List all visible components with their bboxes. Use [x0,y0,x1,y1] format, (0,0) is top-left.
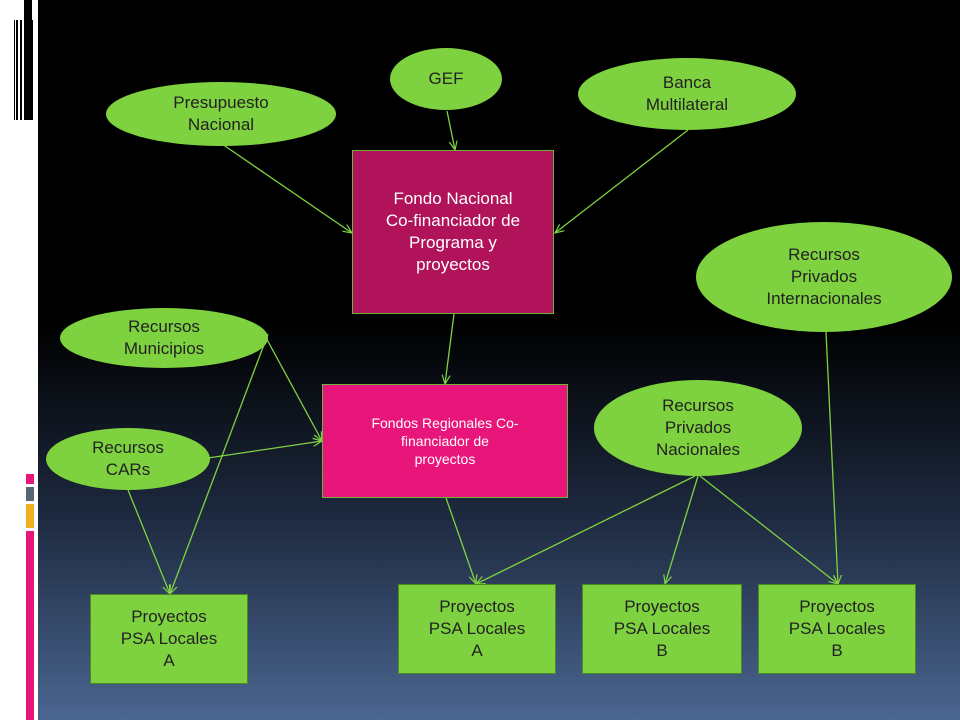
node-fondo-nacional: Fondo Nacional Co-financiador de Program… [352,150,554,314]
recursos-privados-internacionales-label: Recursos Privados Internacionales [766,244,882,309]
presupuesto-nacional-label: Presupuesto Nacional [173,92,269,134]
deco-bar-3 [16,20,18,120]
node-proyectos-psa-locales-b-right: Proyectos PSA Locales B [758,584,916,674]
proyectos-a-left-label: Proyectos PSA Locales A [120,606,218,671]
edge-fondo-nacional-to-fondos-regionales [445,313,455,384]
node-proyectos-psa-locales-a-left: Proyectos PSA Locales A [90,594,248,684]
deco-bar-4 [14,20,15,120]
edge-recursos-privados-nacionales-to-proyectos-b-center [665,475,699,584]
edge-recursos-municipios-to-proyectos-a-left [170,333,269,594]
fondo-nacional-label: Fondo Nacional Co-financiador de Program… [385,188,521,275]
edge-recursos-cars-to-proyectos-a-left [127,489,170,594]
proyectos-b-center-label: Proyectos PSA Locales B [613,596,711,661]
deco-bar-pink-top [26,474,34,484]
proyectos-b-right-label: Proyectos PSA Locales B [788,596,886,661]
deco-bar-gray [26,487,34,501]
deco-bar-pink-long [26,531,34,720]
edge-recursos-privados-nacionales-to-proyectos-a-center [476,475,696,584]
proyectos-a-center-label: Proyectos PSA Locales A [428,596,526,661]
deco-bar-yellow [26,504,34,528]
node-presupuesto-nacional: Presupuesto Nacional [106,82,336,146]
node-fondos-regionales: Fondos Regionales Co- financiador de pro… [322,384,568,498]
edge-recursos-municipios-to-fondos-regionales [263,333,322,441]
node-gef: GEF [390,48,502,110]
edge-gef-to-fondo-nacional [446,110,455,150]
recursos-cars-label: Recursos CARs [92,437,164,479]
gef-label: GEF [428,68,464,88]
edge-recursos-privados-internacionales-to-proyectos-b-right [825,331,838,584]
deco-bar-1 [24,20,33,120]
node-recursos-privados-internacionales: Recursos Privados Internacionales [696,222,952,332]
recursos-privados-nacionales-label: Recursos Privados Nacionales [655,395,741,460]
edge-fondos-regionales-to-proyectos-a-center [445,497,476,584]
recursos-municipios-label: Recursos Municipios [123,316,205,358]
node-recursos-privados-nacionales: Recursos Privados Nacionales [594,380,802,476]
banca-multilateral-label: Banca Multilateral [645,72,729,114]
edge-recursos-cars-to-fondos-regionales [207,441,322,459]
deco-bar-2 [20,20,22,120]
node-proyectos-psa-locales-b-center: Proyectos PSA Locales B [582,584,742,674]
edge-presupuesto-nacional-to-fondo-nacional [221,143,352,233]
node-recursos-municipios: Recursos Municipios [60,308,268,368]
node-banca-multilateral: Banca Multilateral [578,58,796,130]
node-recursos-cars: Recursos CARs [46,428,210,490]
fondos-regionales-label: Fondos Regionales Co- financiador de pro… [371,414,519,468]
node-proyectos-psa-locales-a-center: Proyectos PSA Locales A [398,584,556,674]
edge-banca-multilateral-to-fondo-nacional [555,129,689,233]
edge-recursos-privados-nacionales-to-proyectos-b-right [699,475,838,584]
